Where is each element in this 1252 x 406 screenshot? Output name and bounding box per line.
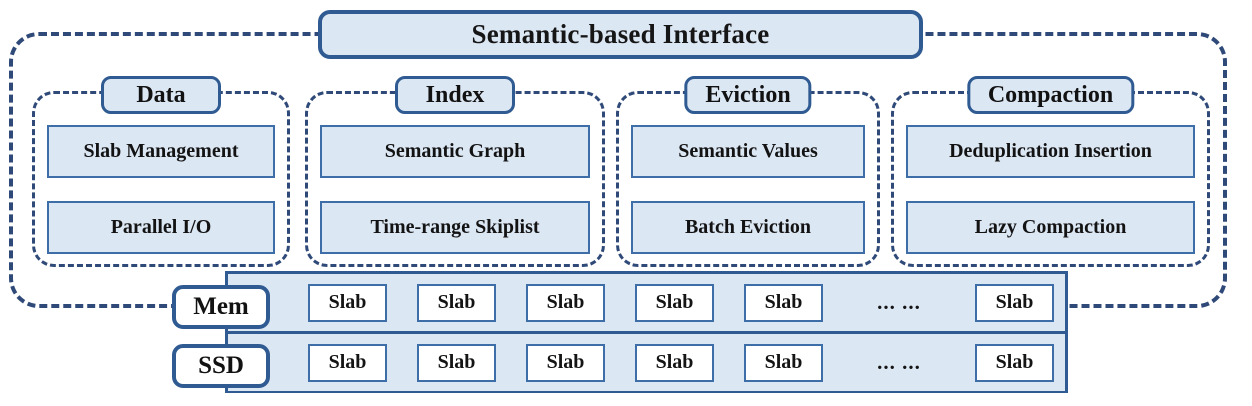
tier-label-mem: Mem [172, 285, 270, 329]
group-data-body: Slab Management Parallel I/O [35, 94, 287, 264]
slab-ssd-ellipsis: ... ... [877, 350, 921, 374]
group-data: Data Slab Management Parallel I/O [32, 76, 290, 267]
slab-ssd-5: Slab [744, 343, 823, 382]
group-index: Index Semantic Graph Time-range Skiplist [305, 76, 605, 267]
slab-ssd-3: Slab [526, 343, 605, 382]
item-time-range-skiplist: Time-range Skiplist [320, 201, 590, 254]
semantic-based-interface-bar: Semantic-based Interface [318, 10, 923, 59]
slab-ssd-2: Slab [417, 343, 496, 382]
group-compaction-title: Compaction [966, 76, 1135, 114]
slab-mem-5: Slab [744, 283, 823, 322]
slab-mem-3: Slab [526, 283, 605, 322]
storage-row-mem: Slab Slab Slab Slab Slab ... ... Slab [228, 274, 1065, 331]
item-slab-management: Slab Management [47, 125, 275, 178]
group-compaction: Compaction Deduplication Insertion Lazy … [891, 76, 1210, 267]
group-eviction-body: Semantic Values Batch Eviction [619, 94, 877, 264]
storage-row-ssd: Slab Slab Slab Slab Slab ... ... Slab [228, 334, 1065, 391]
group-compaction-body: Deduplication Insertion Lazy Compaction [894, 94, 1207, 264]
slab-mem-last: Slab [975, 283, 1054, 322]
group-index-title: Index [395, 76, 515, 114]
storage-container: Slab Slab Slab Slab Slab ... ... Slab Sl… [225, 271, 1068, 393]
group-data-title: Data [101, 76, 221, 114]
slab-mem-ellipsis: ... ... [877, 290, 921, 314]
slab-ssd-last: Slab [975, 343, 1054, 382]
item-semantic-graph: Semantic Graph [320, 125, 590, 178]
item-batch-eviction: Batch Eviction [631, 201, 865, 254]
slab-mem-2: Slab [417, 283, 496, 322]
group-index-body: Semantic Graph Time-range Skiplist [308, 94, 602, 264]
item-deduplication-insertion: Deduplication Insertion [906, 125, 1195, 178]
item-lazy-compaction: Lazy Compaction [906, 201, 1195, 254]
slab-strip-ssd: Slab Slab Slab Slab Slab ... ... Slab [308, 334, 1054, 391]
slab-mem-4: Slab [635, 283, 714, 322]
group-eviction-title: Eviction [684, 76, 812, 114]
item-semantic-values: Semantic Values [631, 125, 865, 178]
tier-label-ssd: SSD [172, 344, 270, 388]
item-parallel-io: Parallel I/O [47, 201, 275, 254]
slab-ssd-4: Slab [635, 343, 714, 382]
storage-row-divider [228, 331, 1065, 334]
slab-ssd-1: Slab [308, 343, 387, 382]
slab-mem-1: Slab [308, 283, 387, 322]
interface-label: Semantic-based Interface [471, 19, 770, 49]
slab-strip-mem: Slab Slab Slab Slab Slab ... ... Slab [308, 274, 1054, 331]
group-eviction: Eviction Semantic Values Batch Eviction [616, 76, 880, 267]
